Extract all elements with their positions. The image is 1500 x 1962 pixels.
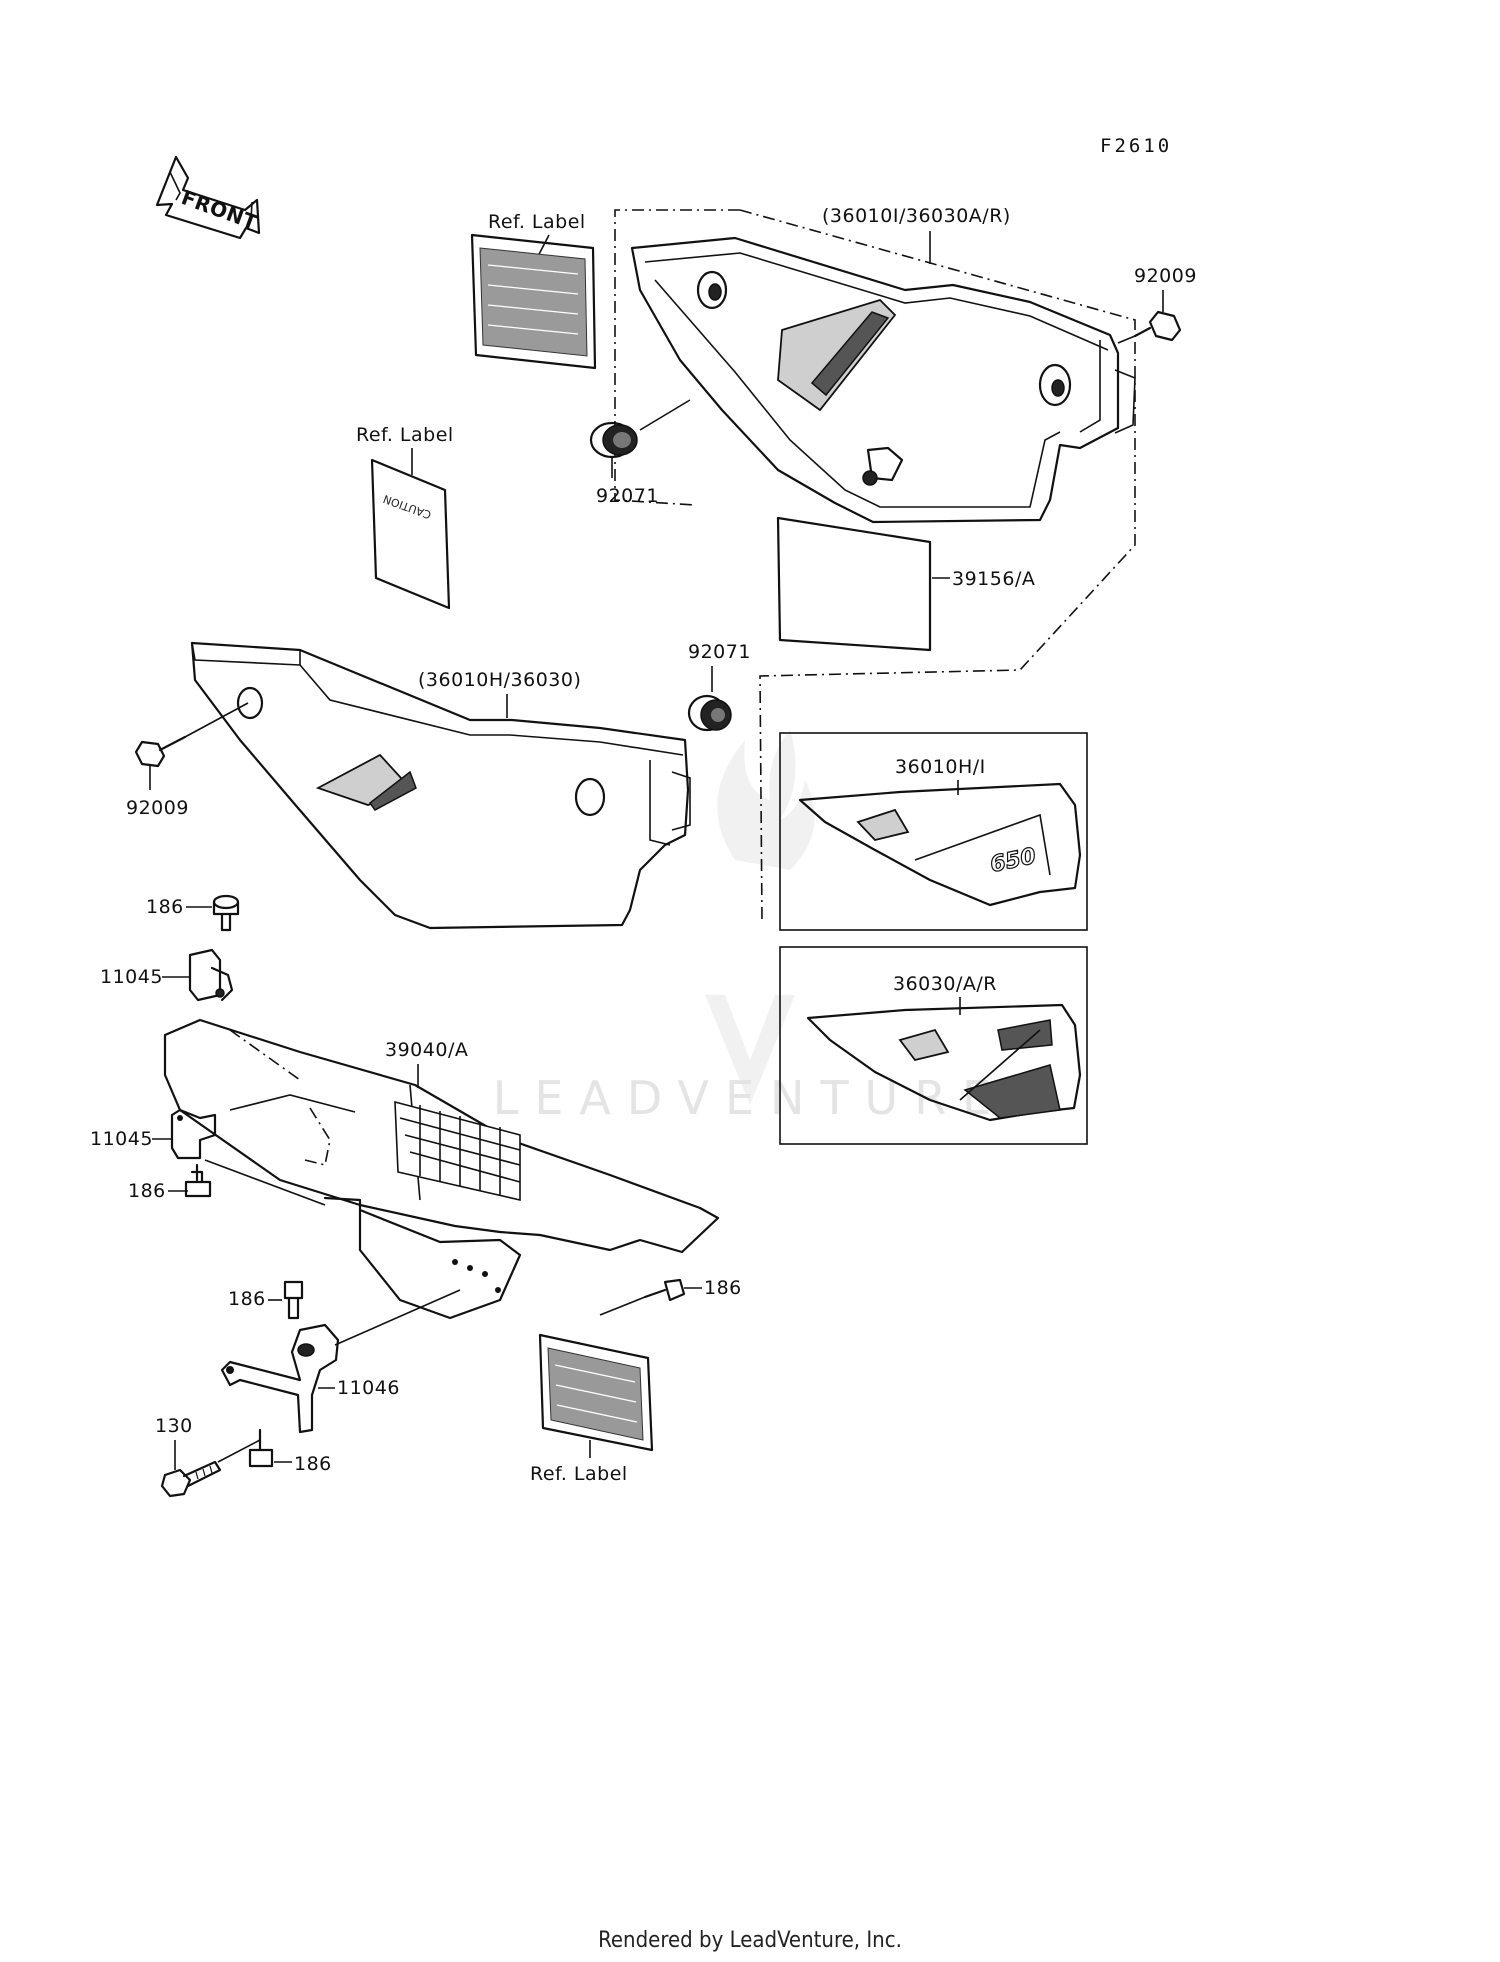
watermark-text: LEADVENTURE	[493, 1071, 1008, 1125]
ref-label-bottom-sticker	[538, 1333, 654, 1452]
bracket-11045-a-icon	[188, 948, 234, 1002]
chain-cover	[163, 1018, 720, 1320]
bolt-130-callout: 130	[155, 1415, 193, 1437]
bolt-top-right-icon	[1117, 310, 1182, 344]
right-side-cover	[630, 236, 1136, 524]
chain-cover-bracket-leader-b	[204, 1159, 326, 1206]
bolt-130-link-leader	[217, 1439, 261, 1463]
bracket-11045-a-callout: 11045	[100, 966, 163, 988]
inset-bottom-box	[779, 946, 1088, 1145]
bracket-11046-icon	[220, 1323, 340, 1434]
bracket-11045-b-callout: 11045	[90, 1128, 153, 1150]
bolt-left-icon	[134, 735, 187, 768]
inset-top-callout: 36010H/I	[895, 756, 986, 778]
left-cover-group-callout: (36010H/36030)	[418, 669, 581, 691]
right-cover-group-callout: (36010I/36030A/R)	[822, 205, 1011, 227]
pad-39156-callout: 39156/A	[952, 568, 1035, 590]
footer-credit: Rendered by LeadVenture, Inc.	[598, 1928, 902, 1953]
inset-bottom-cover	[806, 1003, 1082, 1122]
grommet-mid-callout: 92071	[688, 641, 751, 663]
bracket-11046-callout: 11046	[337, 1377, 400, 1399]
bolt-186-e-callout: 186	[294, 1453, 332, 1475]
grommet-mid-icon	[687, 694, 732, 732]
left-side-cover	[190, 641, 691, 930]
inset-bottom-callout: 36030/A/R	[893, 973, 997, 995]
bolt-left-callout: 92009	[126, 797, 189, 819]
inset-top-logo: 650	[988, 844, 1038, 878]
inset-top-box	[779, 732, 1088, 931]
ref-label-mid-callout: Ref. Label	[356, 424, 454, 446]
bolt-186-d-icon	[283, 1280, 304, 1320]
inset-top-cover: 650	[798, 782, 1082, 907]
bracket-11046-link-leader	[334, 1289, 461, 1346]
bolt-186-b-callout: 186	[128, 1180, 166, 1202]
grommet-top-icon	[589, 421, 638, 459]
chain-cover-callout: 39040/A	[385, 1039, 468, 1061]
bracket-11045-b-icon	[170, 1108, 217, 1160]
right-cover-group-outline	[614, 209, 1136, 921]
ref-label-top-callout: Ref. Label	[488, 211, 586, 233]
chain-cover-bracket-leader-a	[229, 1029, 301, 1081]
grommet-top-callout: 92071	[596, 485, 659, 507]
bolt-186-b-icon	[184, 1163, 212, 1198]
grommet-top-leader	[639, 399, 691, 431]
bolt-186-e-icon	[248, 1428, 274, 1468]
bolt-186-a-callout: 186	[146, 896, 184, 918]
bolt-186-c-callout: 186	[704, 1277, 742, 1299]
bolt-186-c-leader-a	[599, 1296, 646, 1316]
bolt-186-c-icon	[643, 1278, 686, 1302]
pad-39156	[776, 516, 932, 652]
bolt-186-a-icon	[212, 894, 240, 932]
bolt-left-leader	[184, 702, 249, 738]
ref-label-top-sticker	[470, 233, 597, 370]
front-arrow-label: FRONT	[178, 185, 260, 235]
bolt-130-icon	[160, 1460, 222, 1498]
ref-label-bottom-callout: Ref. Label	[530, 1463, 628, 1485]
bolt-186-d-callout: 186	[228, 1288, 266, 1310]
bolt-top-right-callout: 92009	[1134, 265, 1197, 287]
ref-label-mid-sticker: CAUTION	[370, 458, 451, 610]
figure-code: F2610	[1100, 135, 1172, 157]
front-arrow-icon: FRONT	[155, 155, 261, 240]
watermark-logo	[705, 730, 815, 1105]
caution-text: CAUTION	[381, 492, 433, 521]
